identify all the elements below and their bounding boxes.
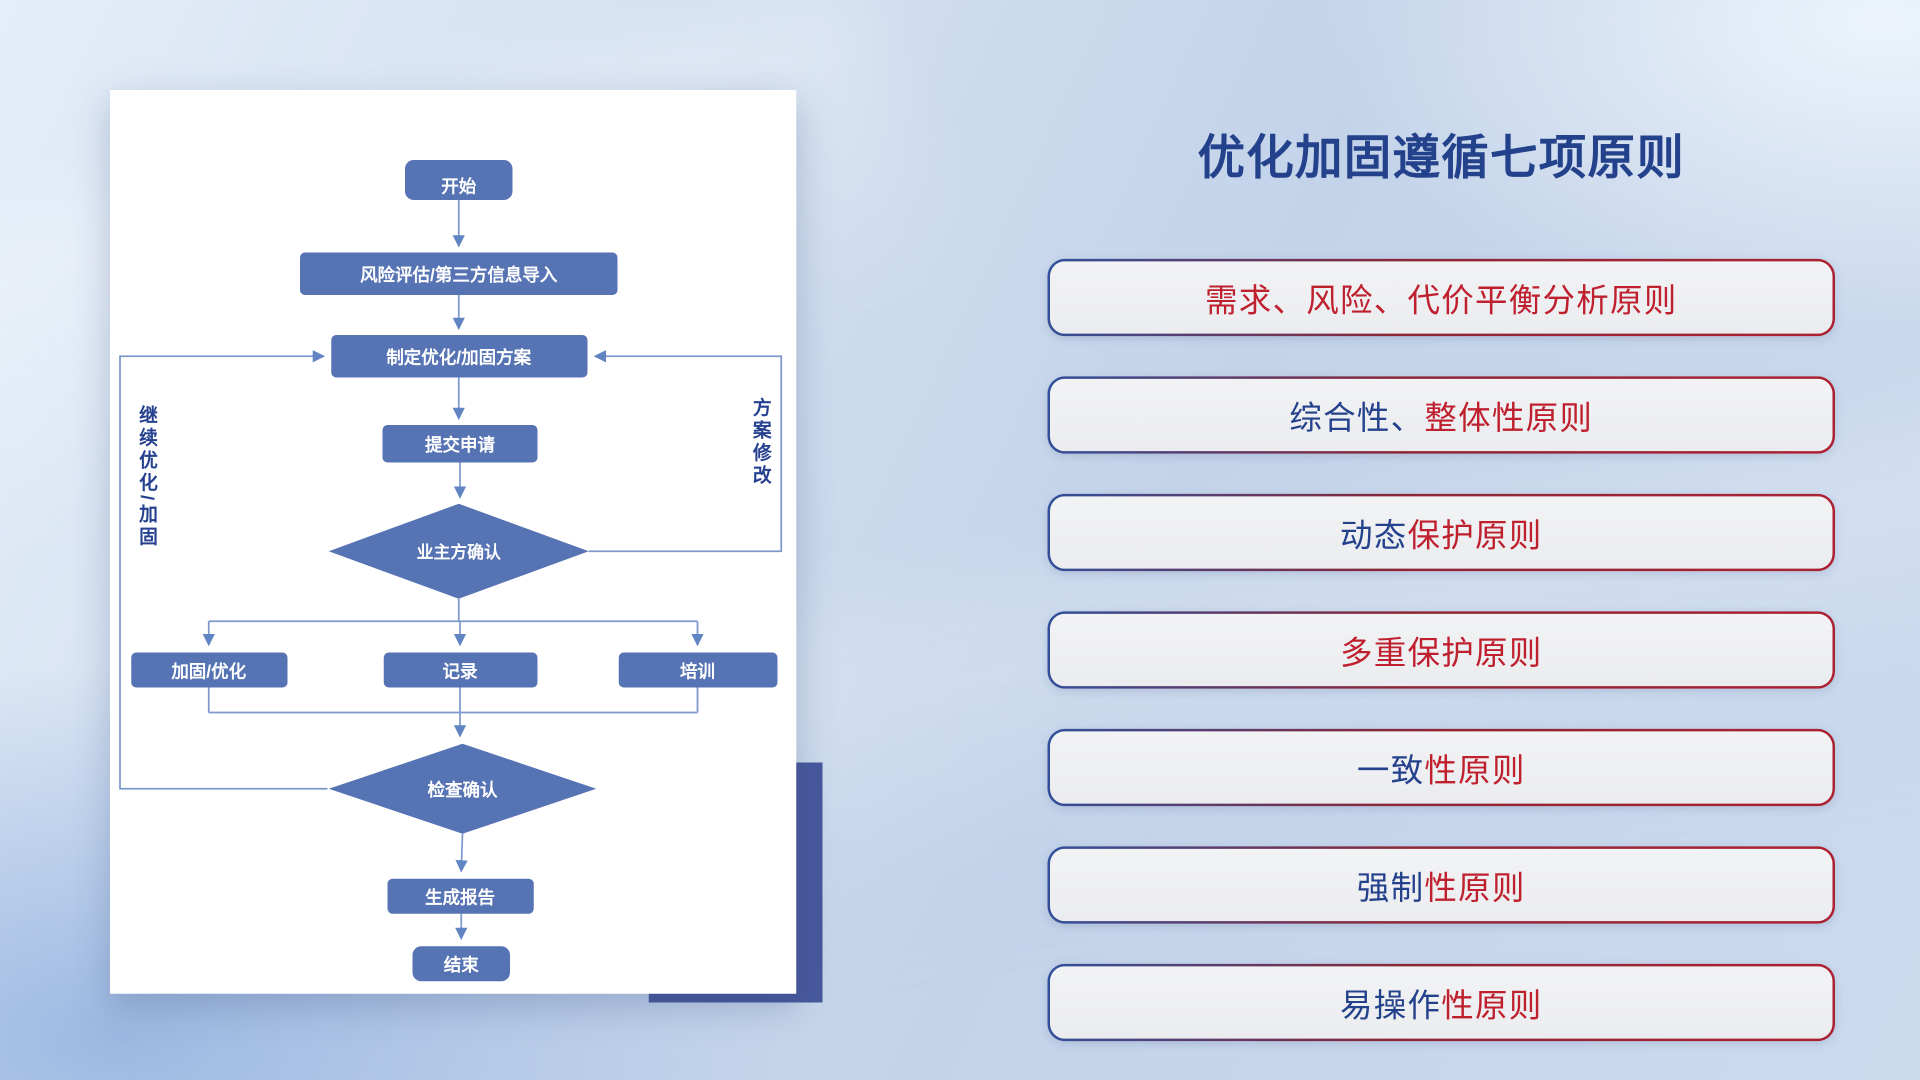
flow-node-record [383,652,538,688]
flow-node-reinforce-label: 加固/优化 [170,661,246,681]
principle-text-blue: 综合性、 [1289,398,1425,436]
principle-pill-7: 易操作性原则 [1048,964,1836,1042]
principle-text-red: 整体性原则 [1424,398,1594,436]
flowchart-card: 开始 风险评估/第三方信息导入 制定优化/加固方案 提交申请 业主方确认 加固/… [110,90,797,994]
flow-node-owner-confirm-label: 业主方确认 [417,542,501,562]
flow-node-start-label: 开始 [441,176,476,196]
principle-text-blue: 强制 [1356,868,1425,906]
flow-node-risk-import-label: 风险评估/第三方信息导入 [360,265,558,285]
principle-pill-6: 强制性原则 [1048,846,1836,924]
flow-node-record-label: 记录 [443,661,478,681]
flow-node-report-label: 生成报告 [425,888,495,908]
edge-continue-optimize-loop [119,350,328,790]
principle-text-red: 性原则 [1441,985,1543,1024]
principle-pill-4: 多重保护原则 [1048,611,1836,689]
flow-edges [119,200,783,940]
edge-check-to-report [455,833,468,873]
principle-pill-3: 动态保护原则 [1048,494,1836,572]
flow-node-make-plan [331,335,588,378]
flow-node-reinforce [131,652,288,688]
principle-text-red: 性原则 [1424,868,1526,906]
principle-text-blue: 易操作 [1339,985,1442,1024]
flow-node-check-confirm-label: 检查确认 [428,780,498,800]
flow-node-start [405,160,513,200]
principle-text-blue: 动态 [1339,515,1408,554]
principle-list: 需求、风险、代价平衡分析原则 综合性、整体性原则 动态保护原则 多重保护原则 一… [1048,259,1836,1042]
flow-node-submit [382,425,538,463]
principle-text-red: 保护原则 [1407,515,1543,554]
principle-pill-1: 需求、风险、代价平衡分析原则 [1048,259,1836,337]
principle-pill-2: 综合性、整体性原则 [1048,376,1836,454]
principle-text-red: 需求、风险、代价平衡分析原则 [1204,280,1678,319]
flow-node-training-label: 培训 [680,661,715,681]
flow-node-check-confirm [328,743,597,834]
page-title: 优化加固遵循七项原则 [1197,132,1685,186]
principle-text-red: 多重保护原则 [1339,633,1543,671]
flow-node-report [387,878,534,914]
principles-panel: 优化加固遵循七项原则 需求、风险、代价平衡分析原则 综合性、整体性原则 动态保护… [1048,0,1836,1080]
flow-label-plan-revise: 方案修改 [751,396,772,488]
principle-text-red: 性原则 [1424,750,1526,789]
principle-text-blue: 一致 [1356,750,1425,789]
flow-node-training [618,652,778,688]
flow-node-submit-label: 提交申请 [425,435,495,455]
flow-node-owner-confirm [328,503,589,599]
flow-nodes: 开始 风险评估/第三方信息导入 制定优化/加固方案 提交申请 业主方确认 加固/… [131,160,778,982]
flow-node-end [412,946,510,982]
flow-node-end-label: 结束 [444,955,479,975]
flow-node-risk-import [300,252,618,295]
principle-pill-5: 一致性原则 [1048,729,1836,807]
flow-label-continue-optimize: 继续优化/加固 [137,404,158,549]
flowchart-diagram: 开始 风险评估/第三方信息导入 制定优化/加固方案 提交申请 业主方确认 加固/… [119,160,783,982]
edge-plan-revise-loop [588,350,783,553]
flow-node-make-plan-label: 制定优化/加固方案 [386,348,531,368]
